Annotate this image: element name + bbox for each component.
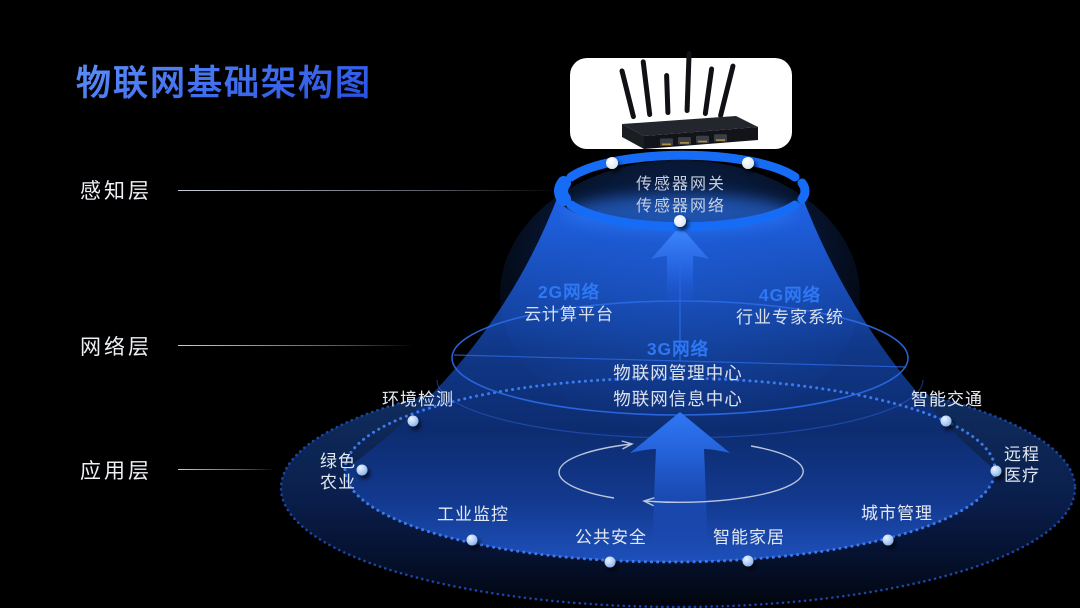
- app-label-public-safety: 公共安全: [575, 528, 647, 547]
- arrow-up-large: [630, 412, 730, 550]
- network-desc-info: 物联网信息中心: [613, 389, 743, 409]
- layer-label-perception: 感知层: [80, 180, 152, 203]
- network-desc-cloud: 云计算平台: [524, 305, 614, 324]
- application-node-dots: [356, 415, 1002, 568]
- network-tag-2g: 2G网络: [537, 282, 601, 302]
- network-desc-mgmt: 物联网管理中心: [613, 363, 743, 383]
- network-node-4g: 4G网络 行业专家系统: [736, 285, 844, 328]
- network-tag-4g: 4G网络: [758, 285, 822, 305]
- page-title: 物联网基础架构图: [76, 55, 372, 106]
- sensor-gateway-label: 传感器网关: [635, 176, 727, 193]
- app-label-telemedicine: 远程 医疗: [1004, 445, 1040, 485]
- app-label-smart-transport: 智能交通: [911, 390, 983, 409]
- sensor-network-label: 传感器网络: [635, 198, 727, 215]
- network-tag-3g: 3G网络: [646, 339, 710, 359]
- orbit-arrows: [558, 440, 804, 507]
- app-label-industrial-monitoring: 工业监控: [437, 505, 509, 524]
- layer-label-application: 应用层: [80, 460, 152, 483]
- app-label-smart-home: 智能家居: [713, 528, 785, 547]
- layer-label-network: 网络层: [80, 336, 152, 359]
- pointer-line-network: [178, 345, 415, 346]
- app-label-city-management: 城市管理: [861, 504, 933, 523]
- network-node-3g: 3G网络 物联网管理中心 物联网信息中心: [613, 339, 743, 411]
- arrow-up-small: [651, 226, 709, 310]
- ring-node-dots: [606, 157, 754, 227]
- router-image: [570, 51, 792, 149]
- app-label-environment-monitoring: 环境检测: [382, 390, 454, 409]
- pointer-line-perception: [178, 190, 558, 191]
- perception-ring: [554, 150, 810, 232]
- network-desc-expert: 行业专家系统: [736, 308, 844, 327]
- network-node-2g: 2G网络 云计算平台: [524, 282, 614, 325]
- pointer-line-application: [178, 469, 275, 470]
- perception-ring-text: 传感器网关 传感器网络: [636, 174, 726, 218]
- app-label-green-agriculture: 绿色 农业: [320, 452, 356, 492]
